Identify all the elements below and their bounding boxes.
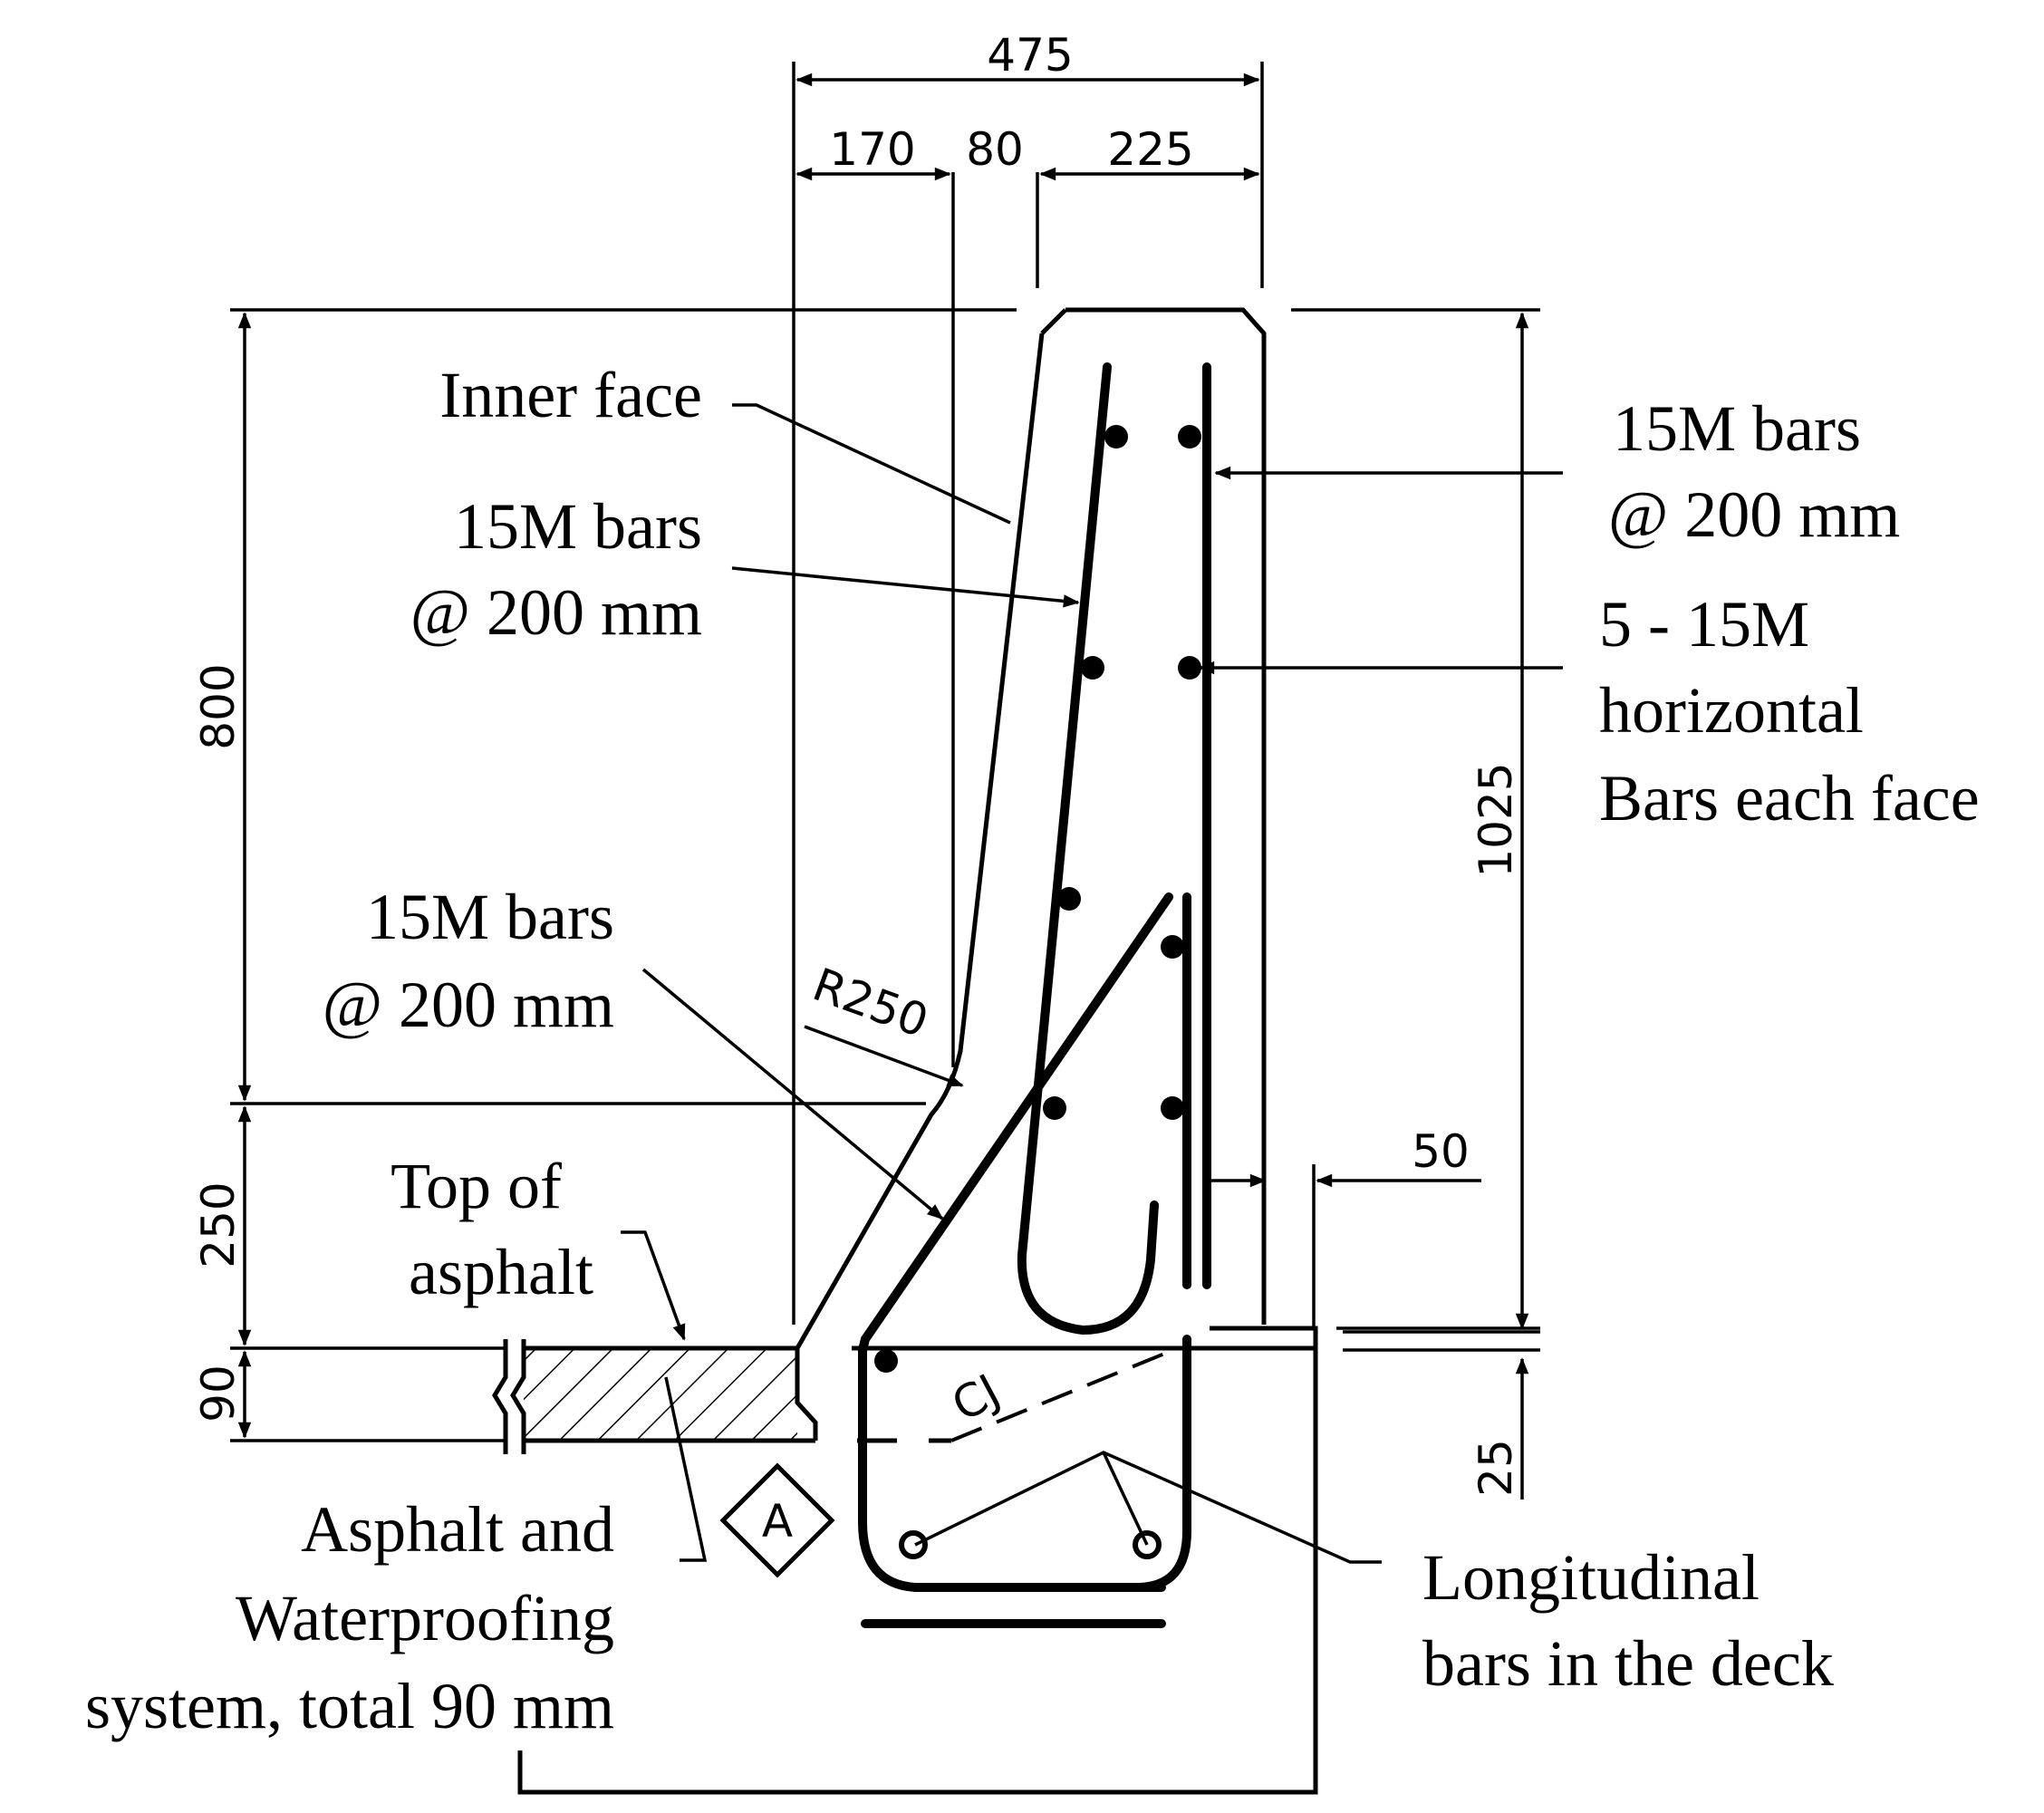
dimension-cover-offset: 50 (1412, 1125, 1470, 1178)
section-marker-diamond (719, 1462, 835, 1578)
label-bars-lower-left-line1: 15M bars (366, 881, 614, 953)
horizontal-bar-dot (1161, 935, 1184, 959)
horizontal-bar-dot (1178, 656, 1201, 680)
asphalt-break-line (510, 1339, 526, 1454)
label-bars-lower-left-line2: @ 200 mm (323, 969, 614, 1041)
leader-longitudinal-bars-branch (1102, 1451, 1149, 1546)
label-asphalt-system-line1: Asphalt and (301, 1493, 614, 1566)
label-bars-right-line2: @ 200 mm (1608, 478, 1900, 551)
leader-asphalt-system (664, 1376, 708, 1562)
leader-longitudinal-bars (914, 1451, 1382, 1564)
dimension-total-height: 1025 (1470, 762, 1522, 877)
barrier-outline (795, 307, 1267, 1350)
leader-top-of-asphalt (621, 1230, 686, 1341)
diagonal-anchor-bar (858, 892, 1173, 1592)
deck-stirrup (1135, 1335, 1191, 1592)
label-asphalt-system-line2: Waterproofing (236, 1582, 614, 1654)
dimension-overall-width: 475 (987, 29, 1073, 82)
horizontal-bar-dot (1057, 887, 1081, 911)
barrier-toe (795, 1348, 818, 1441)
label-bars-upper-left-line2: @ 200 mm (410, 576, 702, 649)
sloped-bar-inner-face (1017, 362, 1159, 1336)
horizontal-bar-dot (1178, 425, 1201, 448)
horizontal-bar-dot (1043, 1096, 1066, 1120)
top-dimensions: 475 170 80 225 (792, 29, 1264, 1325)
dimension-middle-part: 80 (966, 123, 1024, 176)
asphalt-hatch (524, 1348, 797, 1441)
leader-bars-upper-left (731, 566, 1080, 608)
label-bars-upper-left-line1: 15M bars (454, 490, 702, 563)
label-horizontal-bars-line3: Bars each face (1599, 762, 1980, 834)
label-top-of-asphalt-line2: asphalt (409, 1236, 593, 1308)
label-horizontal-bars-line2: horizontal (1599, 674, 1864, 747)
dimension-slab-offset: 25 (1470, 1439, 1522, 1497)
right-dimensions: 1025 25 50 (1205, 308, 1540, 1500)
horizontal-bar-dot (1081, 656, 1104, 680)
horizontal-bar-dot (1104, 425, 1128, 448)
dimension-right-part: 225 (1107, 123, 1193, 176)
dimension-upper-height: 800 (192, 663, 245, 749)
label-longitudinal-bars-line1: Longitudinal (1422, 1541, 1760, 1614)
construction-joint-line (950, 1346, 1179, 1442)
reinforcement (858, 362, 1211, 1628)
longitudinal-bar (899, 1530, 928, 1559)
label-asphalt-system-line3: system, total 90 mm (85, 1670, 614, 1742)
left-dimensions: 800 250 90 (192, 308, 1017, 1442)
asphalt-edges (524, 1345, 815, 1443)
label-inner-face: Inner face (439, 359, 702, 431)
dimension-lower-height: 250 (192, 1181, 245, 1268)
section-marker-a: A (719, 1462, 835, 1578)
deck-top-bar-dot (874, 1349, 898, 1373)
horizontal-bar-dot (1161, 1096, 1184, 1120)
leader-bars-lower-left (641, 968, 944, 1220)
section-marker-label: A (762, 1495, 793, 1548)
label-horizontal-bars-line1: 5 - 15M (1599, 588, 1809, 661)
label-bars-right-line1: 15M bars (1613, 392, 1861, 465)
dimension-left-part: 170 (829, 123, 915, 176)
asphalt-layer (492, 1339, 1314, 1454)
label-top-of-asphalt-line1: Top of (390, 1150, 562, 1222)
leader-lines (621, 403, 1563, 1564)
asphalt-break-line-outer (492, 1339, 508, 1454)
deck-slab-outline (517, 1326, 1318, 1795)
dimension-asphalt-thickness: 90 (192, 1365, 245, 1422)
label-longitudinal-bars-line2: bars in the deck (1422, 1627, 1834, 1700)
leader-inner-face (732, 403, 1011, 525)
leader-radius (804, 1025, 964, 1087)
